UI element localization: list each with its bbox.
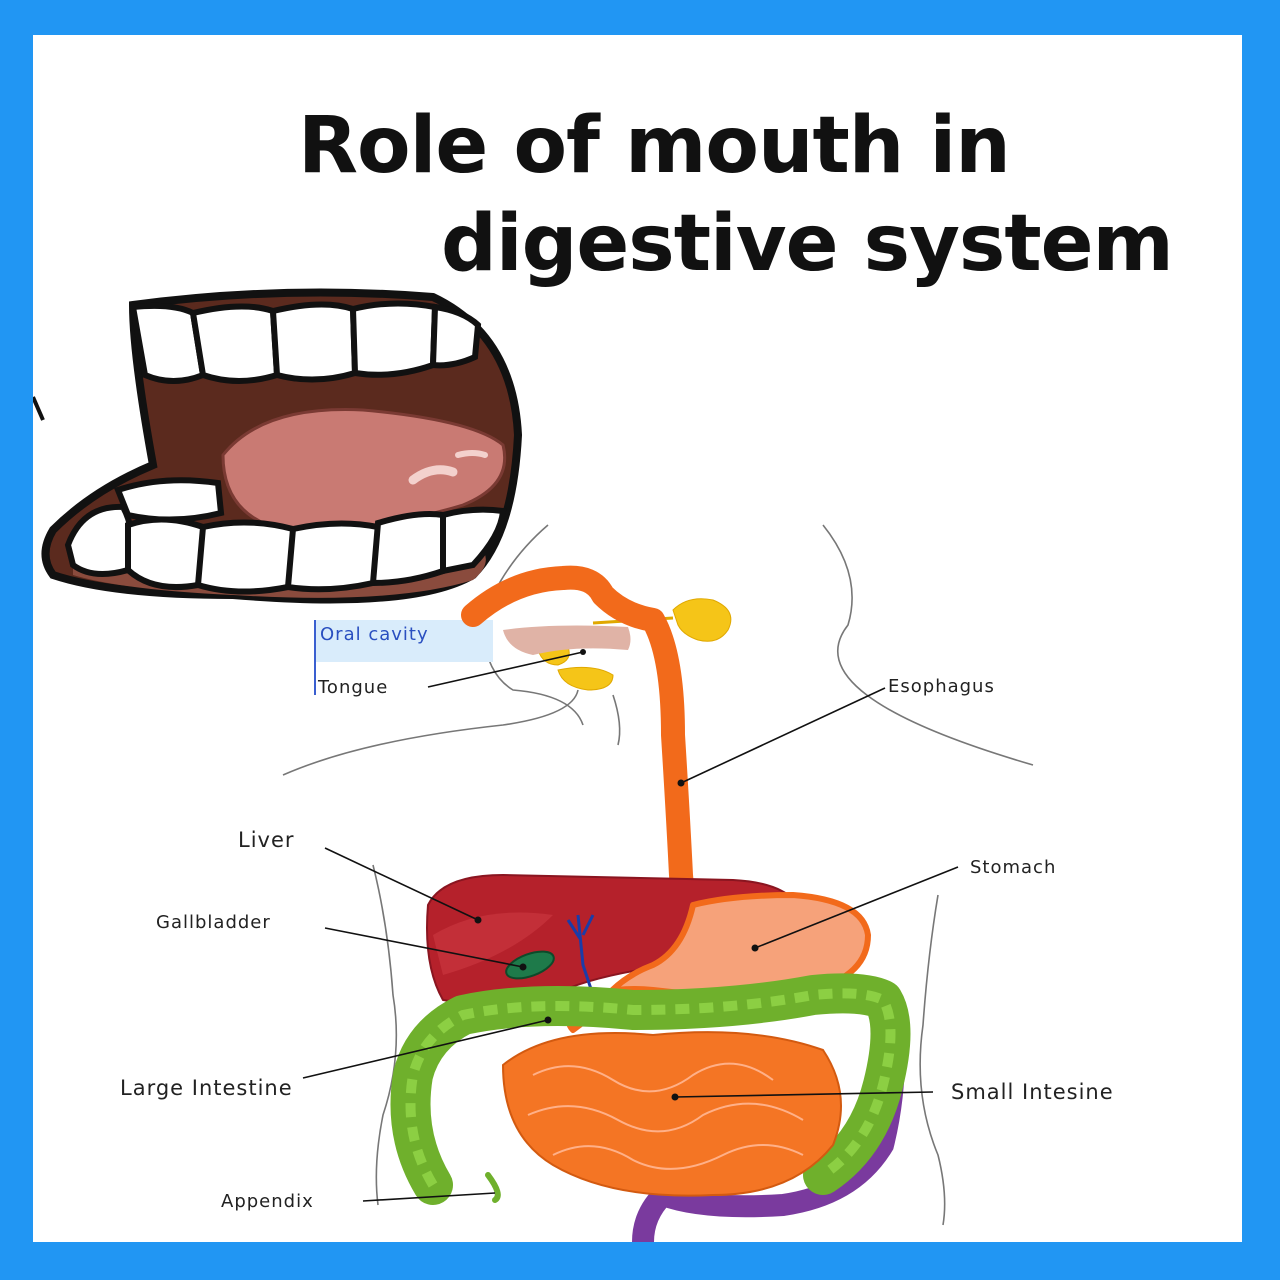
- gallbladder-dot: [519, 963, 527, 971]
- outline-torso-right: [919, 894, 946, 1226]
- fold-line: [527, 1102, 804, 1133]
- outline-torso-left: [372, 864, 398, 1206]
- upper-tooth: [429, 303, 482, 369]
- large-intestine-label: Large Intestine: [120, 1076, 293, 1100]
- outline-shoulder-left: [282, 689, 579, 776]
- tongue-highlight-2: [455, 450, 488, 458]
- poster-card: Role of mouth in digestive system: [33, 35, 1242, 1242]
- small-intestine-shape: [501, 1031, 842, 1197]
- leader-lines: [302, 651, 959, 1202]
- upper-teeth: [129, 300, 482, 384]
- gallbladder-leader: [324, 927, 524, 968]
- tongue-label: Tongue: [317, 677, 388, 698]
- stomach-dot: [751, 944, 759, 952]
- small-intestine-label: Small Intesine: [951, 1080, 1114, 1104]
- tongue-dot: [580, 649, 586, 655]
- stomach-label: Stomach: [970, 857, 1056, 878]
- large-intestine-texture: [405, 988, 896, 1188]
- outline-throat: [612, 694, 621, 746]
- esophagus-label: Esophagus: [888, 676, 995, 697]
- digestive-diagram: Oral cavity Tongue Esophagus Liver Gallb…: [33, 288, 1114, 1242]
- appendix-label: Appendix: [221, 1191, 314, 1212]
- lower-tooth: [369, 511, 450, 587]
- bile-duct: [566, 914, 595, 996]
- gallbladder-label: Gallbladder: [156, 912, 271, 933]
- lower-tooth: [125, 516, 210, 591]
- appendix-leader: [362, 1192, 496, 1202]
- tongue-diagram-shape: [503, 625, 631, 655]
- leader-dots: [474, 649, 759, 1101]
- gallbladder-shape: [505, 950, 555, 980]
- esophagus-dot: [677, 779, 685, 787]
- parotid-gland: [672, 598, 732, 642]
- small-intestine-leader: [674, 1091, 934, 1098]
- body-outline: [282, 524, 1034, 1226]
- liver-shade: [433, 912, 553, 975]
- upper-tooth: [349, 300, 439, 378]
- oral-cavity-label: Oral cavity: [320, 624, 429, 645]
- lower-tooth: [284, 520, 384, 593]
- stomach-leader: [754, 866, 959, 949]
- outline-shoulder-right: [822, 524, 1034, 766]
- lower-tooth: [194, 519, 300, 595]
- esophagus-tube: [461, 565, 705, 937]
- upper-tooth: [269, 301, 359, 383]
- liver-dot: [474, 916, 482, 924]
- liver-leader: [324, 847, 479, 921]
- lower-back-tooth: [114, 477, 225, 523]
- title-line-2: digestive system: [441, 199, 1174, 289]
- tongue-leader: [427, 651, 584, 688]
- tongue-highlight: [408, 465, 458, 485]
- liver-label: Liver: [238, 828, 295, 852]
- title-line-1: Role of mouth in: [298, 101, 1011, 191]
- small-intestine-folds: [527, 1062, 804, 1170]
- fold-line: [532, 1062, 774, 1093]
- lower-tooth: [440, 506, 507, 575]
- esophagus-leader: [680, 687, 886, 784]
- appendix-shape: [485, 1172, 501, 1203]
- lower-teeth: [64, 477, 507, 595]
- fold-line: [552, 1144, 804, 1170]
- submandibular-gland: [557, 666, 614, 691]
- large-intestine-leader: [302, 1019, 549, 1079]
- oral-cavity-highlight: [315, 620, 493, 662]
- large-intestine-dot: [544, 1016, 552, 1024]
- mouth-illustration: [33, 288, 523, 604]
- small-intestine-dot: [671, 1093, 679, 1101]
- upper-tooth: [189, 303, 281, 384]
- mouth-edge-mark: [33, 396, 45, 421]
